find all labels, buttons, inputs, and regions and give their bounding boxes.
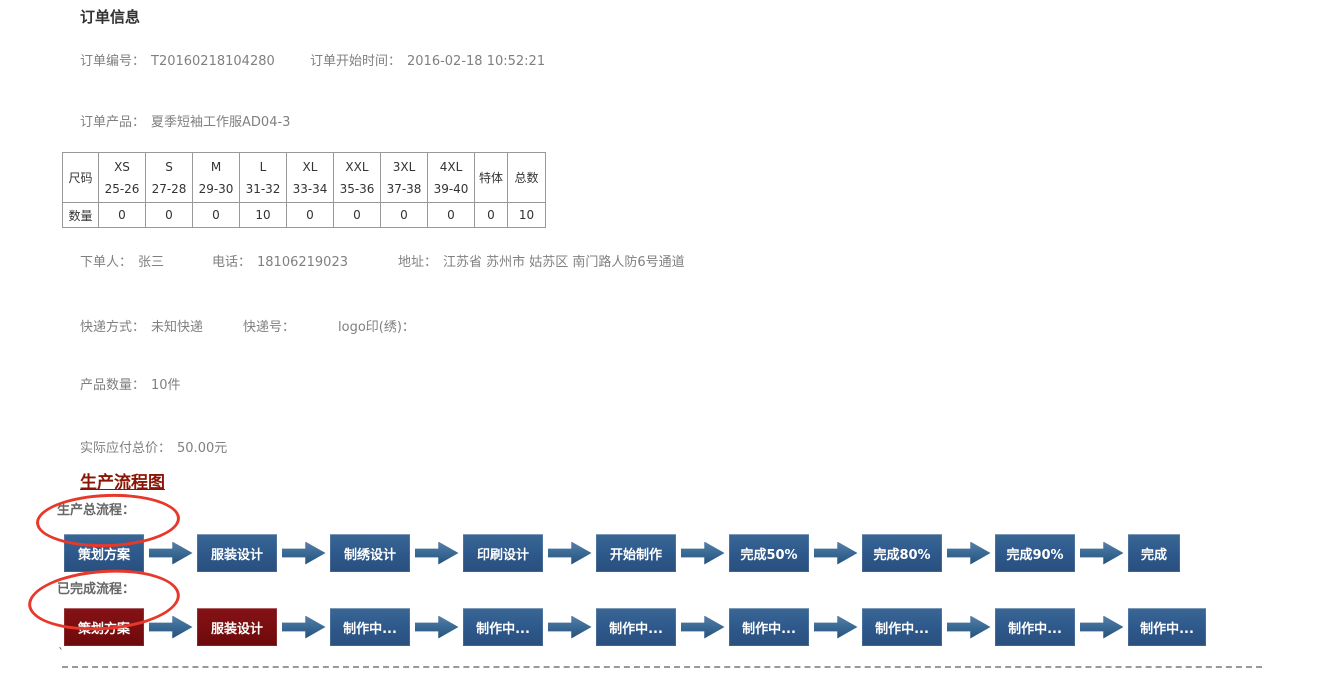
shipping-method-label: 快递方式： [80, 320, 146, 335]
stray-mark: ` [58, 646, 64, 660]
arrow-right-icon [543, 534, 596, 572]
order-info-title: 订单信息 [80, 8, 141, 26]
product-quantity-value: 10件 [151, 378, 181, 393]
arrow-right-icon [1075, 534, 1128, 572]
flow-chart-title: 生产流程图 [80, 473, 165, 493]
flow-step-box: 制作中... [463, 608, 543, 646]
phone-label: 电话： [212, 255, 252, 270]
overall-flow-label: 生产总流程： [57, 503, 136, 518]
phone-value: 18106219023 [257, 255, 348, 270]
flow-step-box: 制作中... [862, 608, 942, 646]
size-table-corner: 尺码 [62, 152, 99, 203]
qty-cell: 0 [474, 202, 508, 228]
flow-step-box: 制作中... [596, 608, 676, 646]
shipping-method: 快递方式： 未知快递 [80, 316, 203, 335]
size-table-qty-row: 数量 0 0 0 10 0 0 0 0 0 10 [62, 202, 546, 228]
product-quantity: 产品数量： 10件 [80, 374, 181, 393]
qty-cell: 0 [192, 202, 240, 228]
flow-step-box-done: 服装设计 [197, 608, 277, 646]
completed-flow-label: 已完成流程： [57, 582, 136, 597]
address: 地址： 江苏省 苏州市 姑苏区 南门路人防6号通道 [398, 251, 685, 270]
arrow-right-icon [942, 608, 995, 646]
order-product-value: 夏季短袖工作服AD04-3 [151, 115, 291, 130]
flow-step-box: 完成50% [729, 534, 809, 572]
order-number: 订单编号： T20160218104280 [80, 50, 275, 69]
arrow-right-icon [676, 608, 729, 646]
size-col-header: 特体 [474, 152, 508, 203]
arrow-right-icon [942, 534, 995, 572]
arrow-right-icon [410, 608, 463, 646]
order-product: 订单产品： 夏季短袖工作服AD04-3 [80, 111, 290, 130]
flow-step-box: 印刷设计 [463, 534, 543, 572]
flow-step-box: 开始制作 [596, 534, 676, 572]
arrow-right-icon [144, 534, 197, 572]
shipping-method-value: 未知快递 [151, 320, 204, 335]
size-col-header: 总数 [507, 152, 546, 203]
arrow-right-icon [144, 608, 197, 646]
buyer-value: 张三 [138, 255, 165, 270]
dashed-divider [62, 666, 1262, 668]
buyer-label: 下单人： [80, 255, 133, 270]
arrow-right-icon [809, 608, 862, 646]
flow-step-box: 完成 [1128, 534, 1180, 572]
phone: 电话： 18106219023 [212, 251, 348, 270]
qty-cell: 0 [333, 202, 381, 228]
address-value: 江苏省 苏州市 姑苏区 南门路人防6号通道 [443, 255, 685, 270]
flow-step-box: 完成80% [862, 534, 942, 572]
flow-step-box: 完成90% [995, 534, 1075, 572]
buyer: 下单人： 张三 [80, 251, 164, 270]
qty-cell: 10 [507, 202, 546, 228]
arrow-right-icon [676, 534, 729, 572]
flow-step-box: 制作中... [729, 608, 809, 646]
flow-step-box-done: 策划方案 [64, 608, 144, 646]
arrow-right-icon [410, 534, 463, 572]
flow-step-box: 制作中... [995, 608, 1075, 646]
flow-step-box: 制绣设计 [330, 534, 410, 572]
order-start-time-value: 2016-02-18 10:52:21 [407, 54, 546, 69]
qty-cell: 0 [98, 202, 146, 228]
tracking-number: 快递号： [243, 316, 301, 335]
logo-print: logo印(绣)： [338, 316, 421, 335]
product-quantity-label: 产品数量： [80, 378, 146, 393]
address-label: 地址： [398, 255, 438, 270]
flow-step-box: 制作中... [330, 608, 410, 646]
qty-cell: 10 [239, 202, 287, 228]
overall-flow-row: 策划方案 服装设计 制绣设计 印刷设计 开始制作 完成50% 完成80% 完成9… [64, 534, 1180, 572]
order-start-time: 订单开始时间： 2016-02-18 10:52:21 [310, 50, 545, 69]
arrow-right-icon [277, 608, 330, 646]
completed-flow-row: 策划方案 服装设计 制作中... 制作中... 制作中... 制作中... 制作… [64, 608, 1206, 646]
total-price-value: 50.00元 [177, 441, 228, 456]
total-price-label: 实际应付总价： [80, 441, 172, 456]
flow-step-box: 制作中... [1128, 608, 1206, 646]
qty-row-label: 数量 [62, 202, 99, 228]
arrow-right-icon [809, 534, 862, 572]
order-start-time-label: 订单开始时间： [310, 54, 402, 69]
tracking-number-label: 快递号： [243, 320, 296, 335]
arrow-right-icon [1075, 608, 1128, 646]
arrow-right-icon [543, 608, 596, 646]
qty-cell: 0 [286, 202, 334, 228]
arrow-right-icon [277, 534, 330, 572]
order-product-label: 订单产品： [80, 115, 146, 130]
qty-cell: 0 [145, 202, 193, 228]
total-price: 实际应付总价： 50.00元 [80, 437, 227, 456]
flow-step-box: 服装设计 [197, 534, 277, 572]
qty-cell: 0 [380, 202, 428, 228]
qty-cell: 0 [427, 202, 475, 228]
flow-step-box: 策划方案 [64, 534, 144, 572]
logo-print-label: logo印(绣)： [338, 320, 415, 335]
order-number-label: 订单编号： [80, 54, 146, 69]
order-number-value: T20160218104280 [151, 54, 275, 69]
